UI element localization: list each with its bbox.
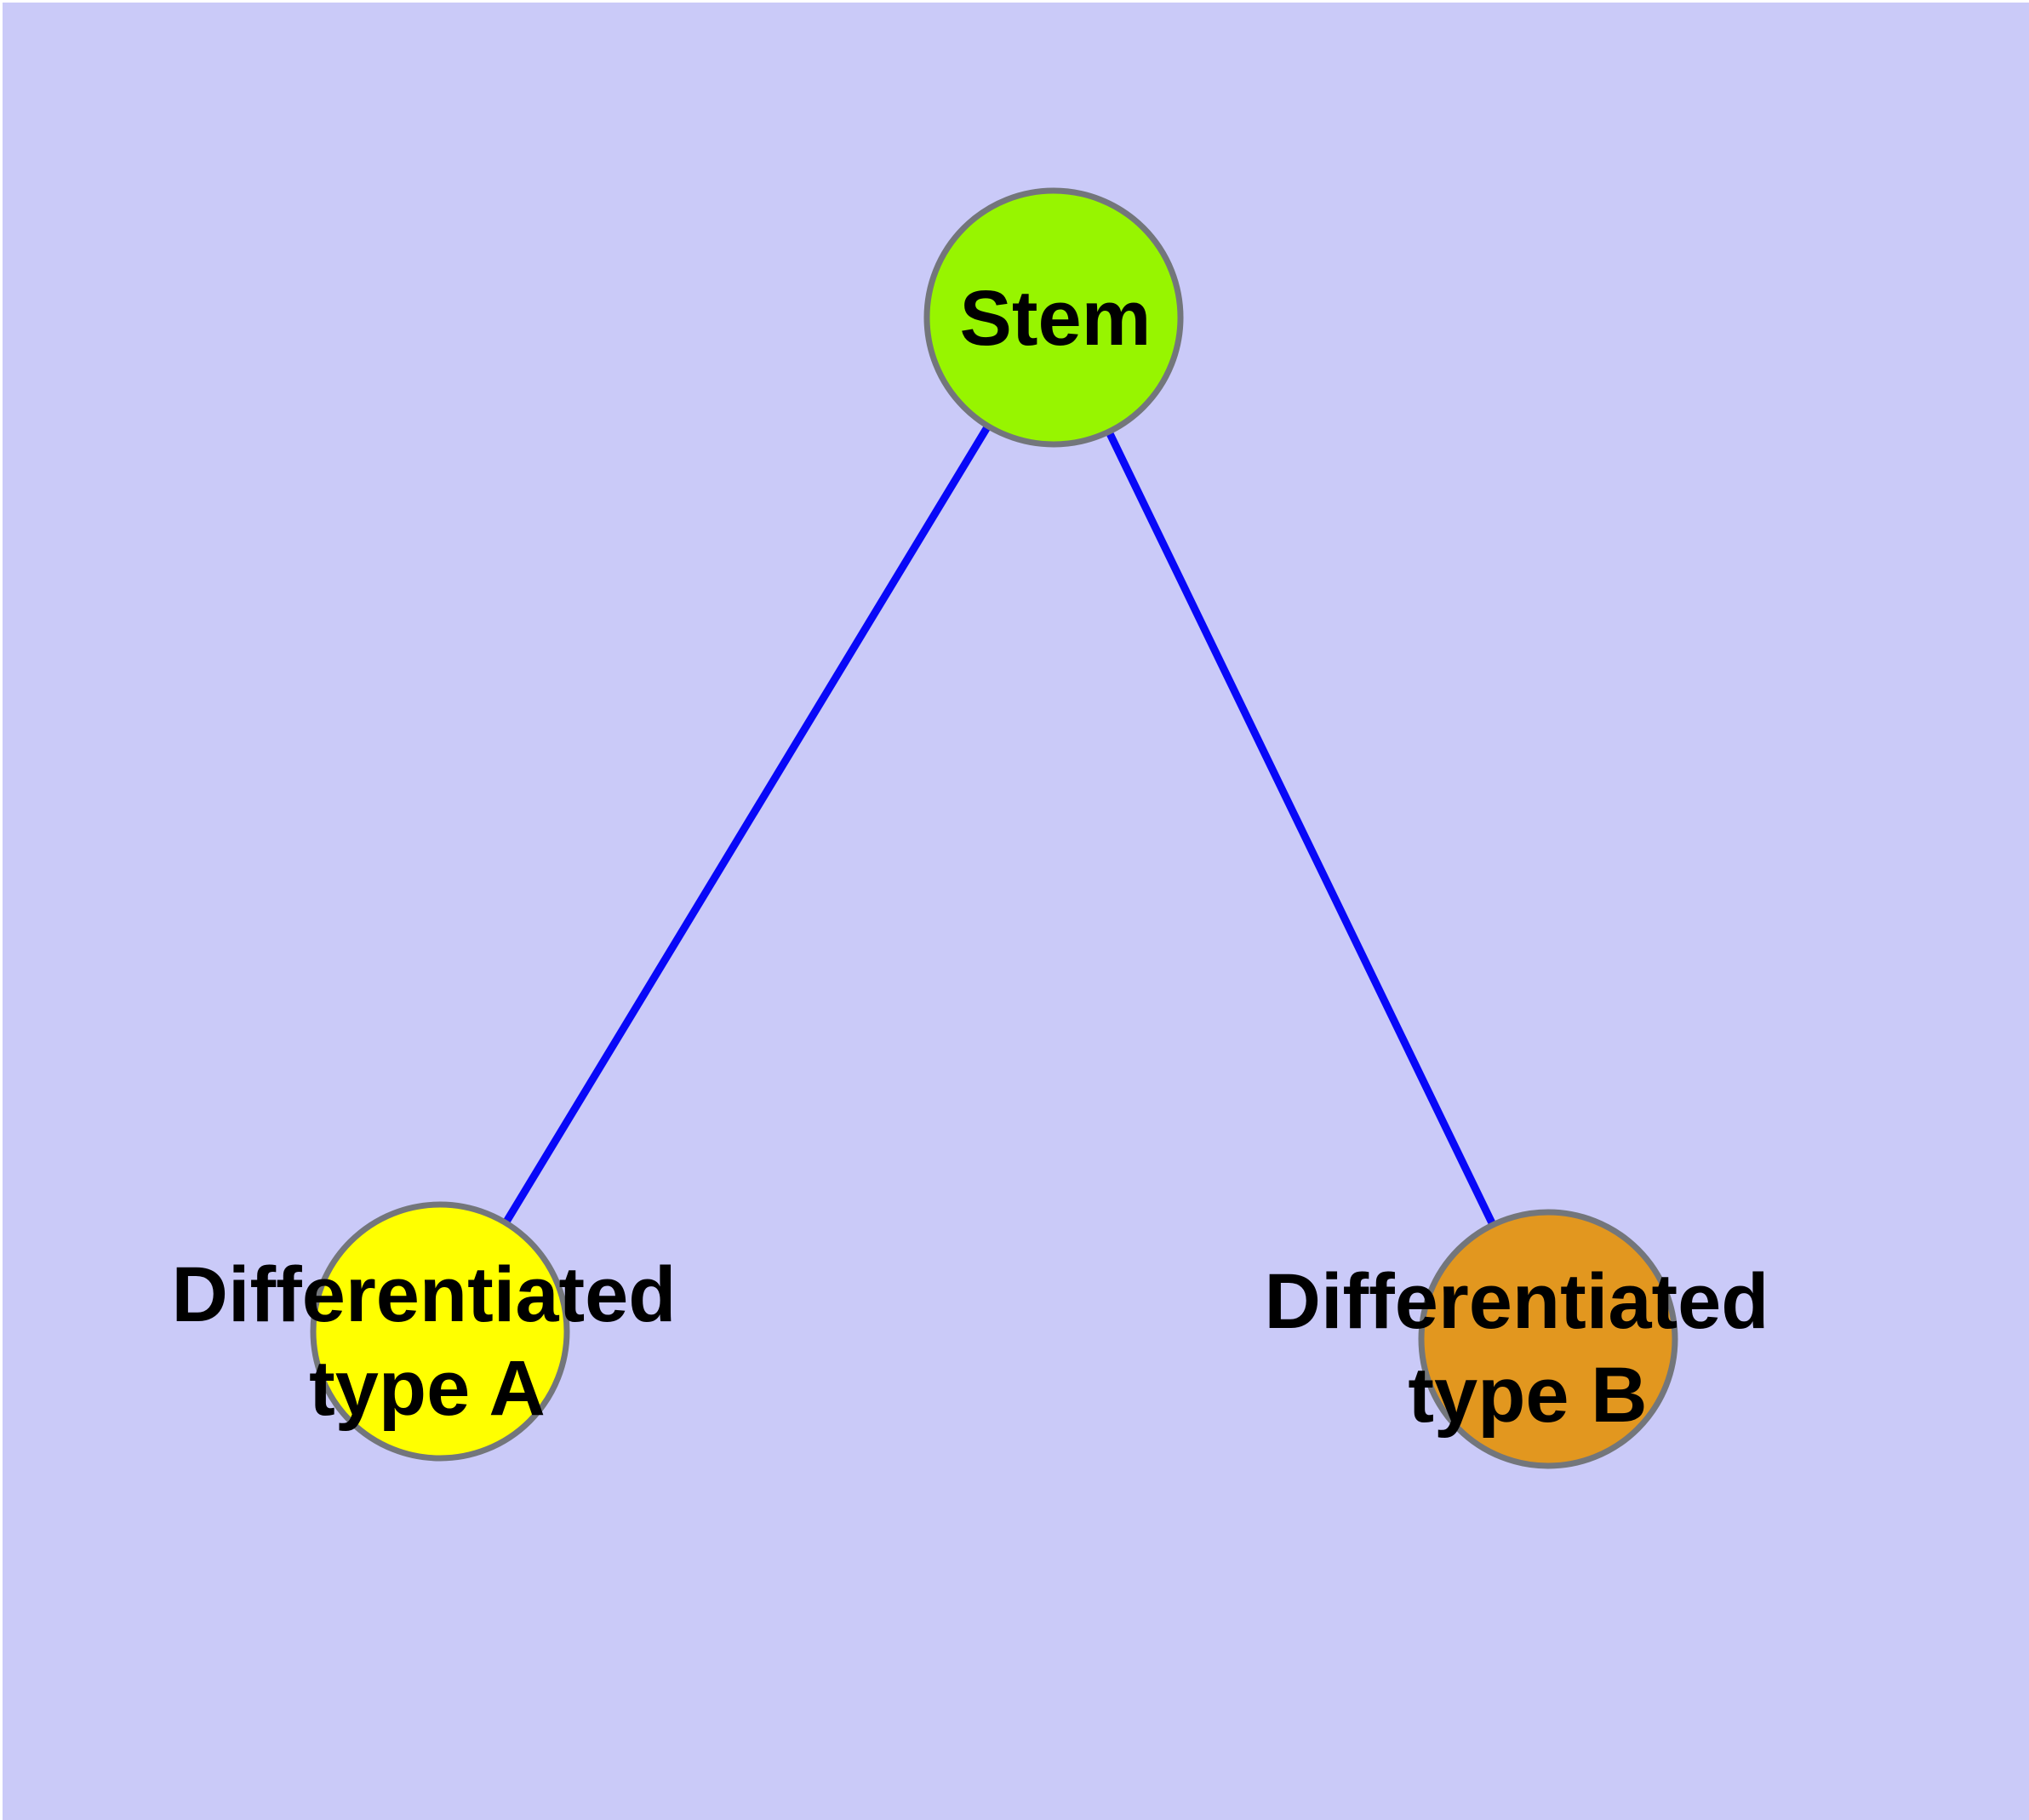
node-type-a-circle (310, 1201, 570, 1462)
node-type-a-label-line2: type A (309, 1345, 546, 1432)
node-stem-circle (923, 187, 1184, 448)
node-stem-label: Stem (960, 275, 1152, 362)
node-type-a-label-line1: Differentiated (172, 1251, 677, 1338)
node-type-b-label-line1: Differentiated (1265, 1258, 1769, 1345)
node-type-b-label-line2: type B (1408, 1352, 1647, 1439)
node-type-b-circle (1418, 1209, 1678, 1469)
edge-stem-to-type-b-line (1049, 316, 1552, 1341)
edge-stem-to-type-a-line (437, 315, 1057, 1334)
